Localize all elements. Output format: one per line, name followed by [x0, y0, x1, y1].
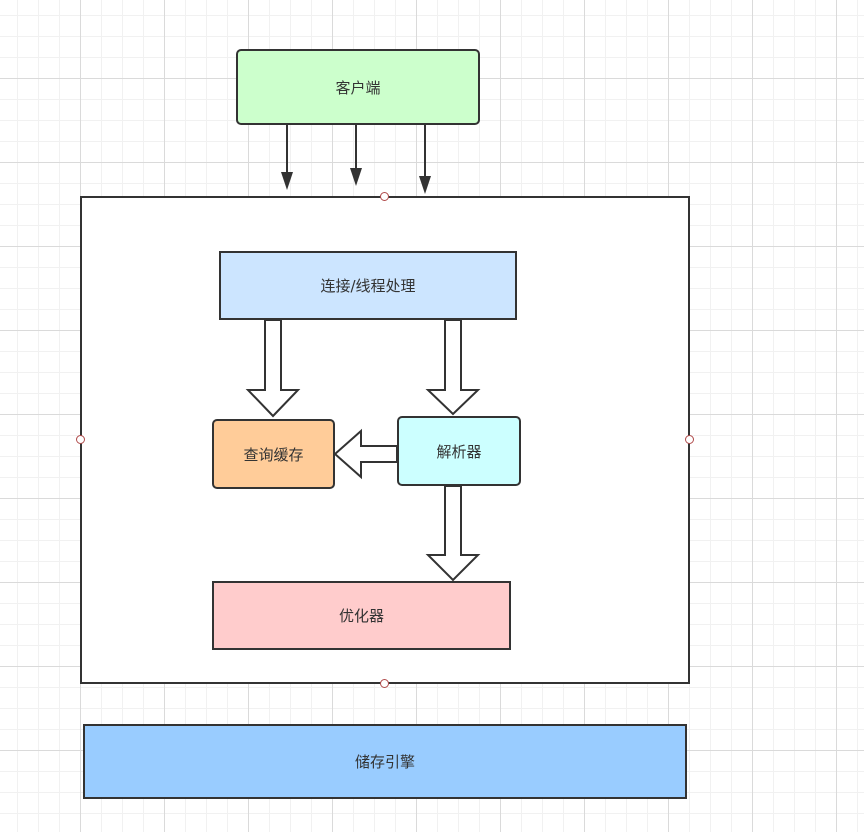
storage-engine-label: 储存引擎	[354, 753, 415, 771]
resize-handle-bottom[interactable]	[380, 679, 389, 688]
client-to-server-arrow	[281, 125, 293, 190]
connection-thread-label: 连接/线程处理	[320, 277, 416, 295]
resize-handle-top[interactable]	[380, 192, 389, 201]
parser-node[interactable]: 解析器	[397, 416, 521, 486]
client-to-server-arrow	[419, 125, 431, 194]
query-cache-node[interactable]: 查询缓存	[212, 419, 335, 489]
query-cache-label: 查询缓存	[243, 445, 304, 464]
client-to-server-arrow	[350, 125, 362, 186]
resize-handle-right[interactable]	[685, 435, 694, 444]
storage-engine-node[interactable]: 储存引擎	[83, 724, 687, 799]
optimizer-label: 优化器	[338, 607, 384, 625]
optimizer-node[interactable]: 优化器	[212, 581, 511, 650]
client-label: 客户端	[335, 78, 381, 97]
parser-label: 解析器	[436, 442, 482, 461]
resize-handle-left[interactable]	[76, 435, 85, 444]
client-node[interactable]: 客户端	[236, 49, 480, 125]
connection-thread-node[interactable]: 连接/线程处理	[219, 251, 517, 320]
